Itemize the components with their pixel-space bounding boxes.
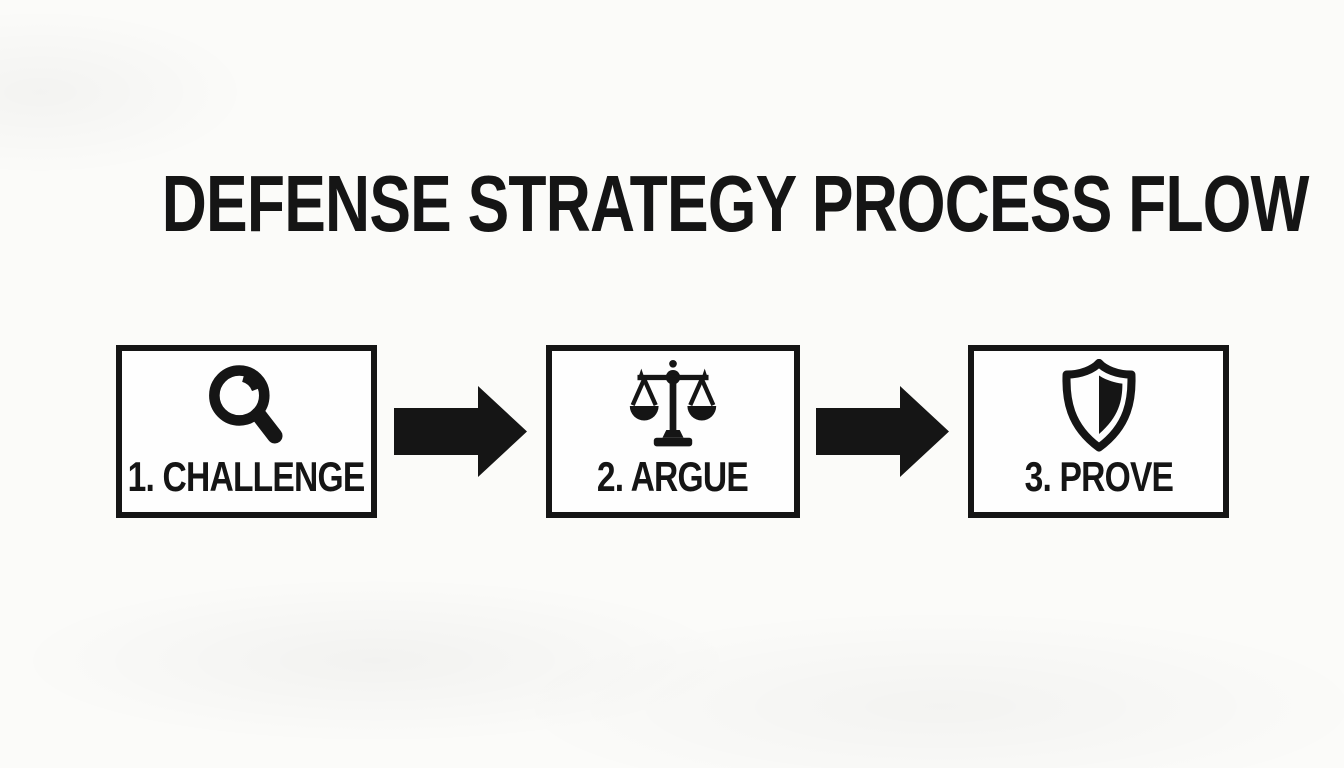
step-box-prove: 3. PROVE bbox=[968, 345, 1229, 518]
magnifier-icon bbox=[199, 351, 295, 456]
page-title-text: DEFENSE STRATEGY PROCESS FLOW bbox=[161, 159, 1310, 248]
step-box-argue: 2. ARGUE bbox=[545, 345, 800, 518]
flow-arrow-icon bbox=[393, 384, 529, 479]
scales-icon bbox=[625, 351, 721, 456]
step-label-challenge: 1. CHALLENGE bbox=[128, 453, 366, 500]
page-title: DEFENSE STRATEGY PROCESS FLOW bbox=[0, 164, 1344, 244]
flow-arrow-icon bbox=[816, 384, 951, 479]
step-box-challenge: 1. CHALLENGE bbox=[116, 345, 377, 518]
step-label-argue: 2. ARGUE bbox=[596, 453, 749, 500]
shield-icon bbox=[1054, 351, 1144, 456]
flow-row: 1. CHALLENGE bbox=[116, 345, 1229, 518]
step-label-prove: 3. PROVE bbox=[1024, 453, 1173, 500]
